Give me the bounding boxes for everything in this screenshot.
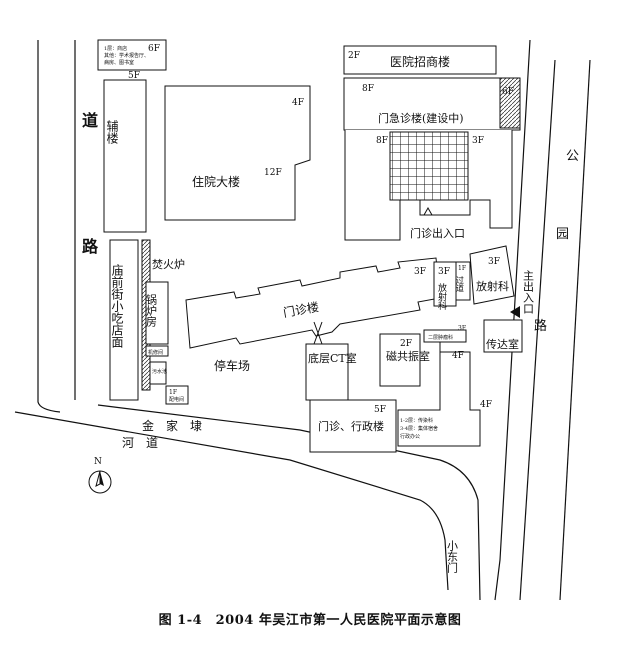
aux-top-floors: 6F <box>148 44 160 54</box>
outpatient-building: 3F 门诊楼 <box>185 257 441 349</box>
repair-room <box>145 345 169 357</box>
reception-name: 传达室 <box>486 337 519 351</box>
sewage-label: 污水池 <box>152 368 167 375</box>
east-floor-1: 4F <box>452 351 464 361</box>
investment-name: 医院招商楼 <box>390 54 450 69</box>
emergency-floors-d: 3F <box>472 136 484 146</box>
outpatient-entrance-label: 门诊出入口 <box>410 226 465 240</box>
repair-room-label: 机修间 <box>148 349 163 356</box>
radiology-floors: 3F <box>488 257 500 267</box>
ct-room: 底层CT室 <box>305 343 357 401</box>
aux-floors: 5F <box>128 71 140 81</box>
inpatient-name: 住院大楼 <box>192 174 240 189</box>
emergency-floors-b: 6F <box>502 87 514 97</box>
north-arrow: N <box>88 457 112 494</box>
sewage-pool <box>149 361 167 385</box>
mri-name: 磁共振室 <box>386 349 430 363</box>
aux-building: 5F 辅楼 <box>103 71 147 233</box>
main-entrance-arrow <box>510 306 520 318</box>
power-room <box>165 385 189 405</box>
inpatient-building: 4F 12F 住院大楼 <box>164 85 311 221</box>
emergency-building: 8F 6F 门急诊楼(建设中) 8F 3F <box>343 77 521 241</box>
ct-name: 底层CT室 <box>308 351 357 365</box>
east-block: 二层肿瘤科 3F 4F 4F <box>397 325 492 447</box>
aux-top-note1: 1层：商店 <box>104 45 127 52</box>
east-gate-label: 小东门 <box>446 540 459 574</box>
road-west-label-2: 路 <box>82 237 99 256</box>
passage-name: 过道 <box>456 275 465 293</box>
radiology-name: 放射科 <box>476 279 509 293</box>
aux-name: 辅楼 <box>105 120 119 144</box>
outpatient-name: 门诊楼 <box>282 299 320 320</box>
inpatient-floors-b: 12F <box>264 168 282 178</box>
emergency-floors-c: 8F <box>376 136 388 146</box>
river-label-2: 河 道 <box>122 436 158 450</box>
inpatient-floors-a: 4F <box>292 98 304 108</box>
radiology-building: 3F 放射科 <box>469 245 515 305</box>
main-entrance-label: 主出入口 <box>522 270 535 314</box>
east-block-floors: 3F <box>458 325 466 332</box>
east-block-label: 二层肿瘤科 <box>428 334 453 341</box>
boiler-name: 锅炉房 <box>145 294 158 328</box>
aux-top-note3: 病房、图书室 <box>104 59 134 66</box>
admin-east-note1: 1-2层：传染科 <box>400 417 433 424</box>
admin-floors: 5F <box>374 405 386 415</box>
outpatient-floors: 3F <box>414 267 426 277</box>
boiler-room: 锅炉房 <box>145 281 169 345</box>
reception: 传达室 <box>483 319 523 353</box>
admin-east-note2: 3-4层：集体宿舍 <box>400 425 438 432</box>
admin-building: 5F 门诊、行政楼 1-2层：传染科 3-4层：集体宿舍 行政办公 <box>309 399 438 453</box>
mri-floors: 2F <box>400 339 412 349</box>
figure-caption: 图 1-4 2004 年吴江市第一人民医院平面示意图 <box>158 613 462 628</box>
emergency-name: 门急诊楼(建设中) <box>378 111 464 125</box>
mri-room: 2F 磁共振室 <box>379 333 430 387</box>
aux-top-note2: 其他：学术报告厅、 <box>104 52 149 59</box>
investment-building: 2F 医院招商楼 <box>343 45 497 75</box>
snack-building: 庙前街小吃店面 <box>109 239 139 401</box>
east-floor-2: 4F <box>480 400 492 410</box>
power-room-label: 配电间 <box>169 396 184 403</box>
radiology-small-floors: 3F <box>438 267 450 277</box>
power-room-floors: 1F <box>169 389 177 396</box>
road-west-label-1: 道 <box>82 111 98 130</box>
outpatient-entrance-arrow <box>423 206 433 216</box>
radiology-small-name: 放射科 <box>436 282 447 311</box>
radiology-small: 3F 放射科 <box>433 261 457 311</box>
snack-name: 庙前街小吃店面 <box>110 264 124 348</box>
north-label: N <box>94 457 102 467</box>
passage: 1F 过道 <box>455 261 471 301</box>
roads <box>14 39 591 601</box>
investment-floors: 2F <box>348 51 360 61</box>
river-label-1: 金 家 埭 <box>142 418 202 433</box>
park-road-label-3: 路 <box>534 318 547 334</box>
parking-label: 停车场 <box>214 358 250 373</box>
admin-east-note3: 行政办公 <box>400 433 420 440</box>
incinerator-label: 焚火炉 <box>152 258 185 271</box>
park-road-label-2: 园 <box>556 227 569 242</box>
admin-name: 门诊、行政楼 <box>318 419 384 433</box>
passage-floors: 1F <box>458 265 466 272</box>
emergency-floors-a: 8F <box>362 84 374 94</box>
park-road-label-1: 公 <box>566 149 579 164</box>
aux-top-building: 6F 1层：商店 其他：学术报告厅、 病房、图书室 <box>97 39 167 71</box>
